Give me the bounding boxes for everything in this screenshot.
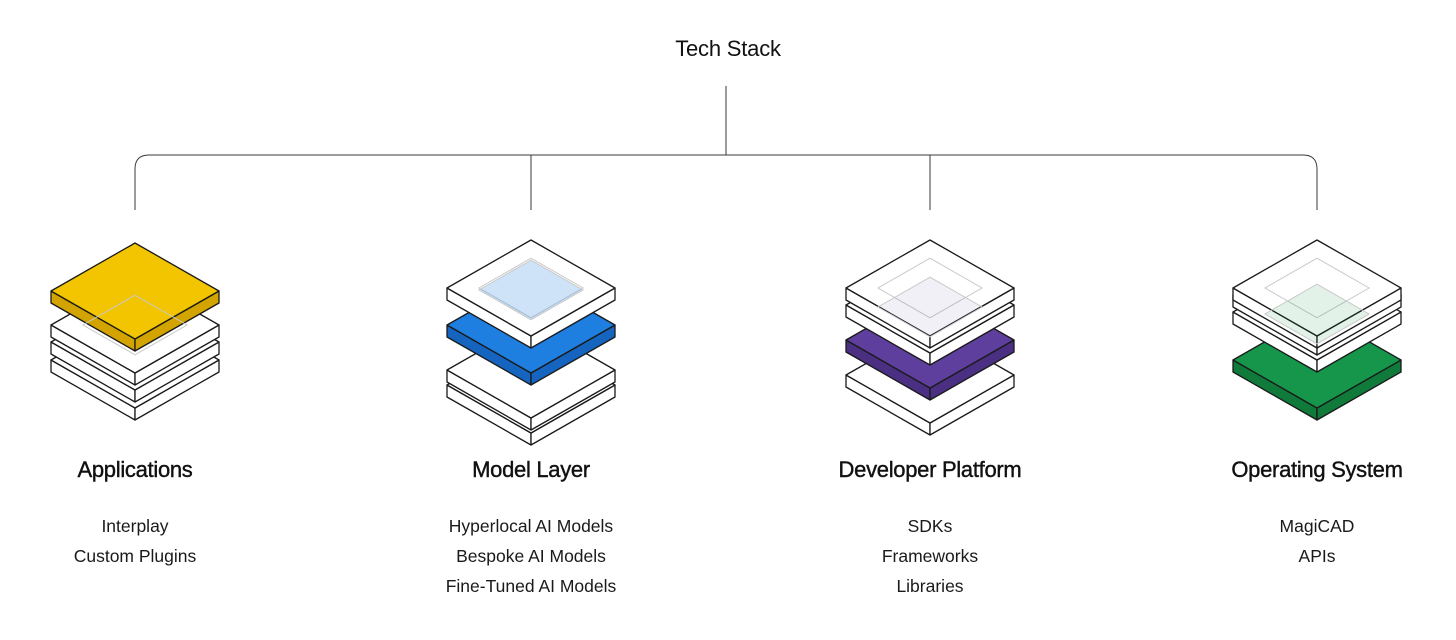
- slab-inner-panel: [876, 257, 984, 319]
- layer-stacks: [50, 239, 1402, 446]
- slab-inner-panel: [477, 259, 585, 321]
- branch-connector: [134, 154, 1318, 210]
- layer-stack-0: [50, 242, 220, 421]
- highlighted-layer: [50, 242, 220, 352]
- list-item: Fine-Tuned AI Models: [445, 576, 617, 596]
- slab-inner-panel: [1263, 257, 1371, 319]
- list-item: Interplay: [101, 516, 169, 536]
- item-list: Hyperlocal AI Models Bespoke AI Models F…: [361, 511, 701, 601]
- list-item: Libraries: [896, 576, 964, 596]
- column-title: Model Layer: [472, 457, 590, 482]
- list-item: APIs: [1298, 546, 1336, 566]
- column-model-layer: Model Layer Hyperlocal AI Models Bespoke…: [361, 455, 701, 601]
- item-list: SDKs Frameworks Libraries: [760, 511, 1100, 601]
- layer: [446, 239, 616, 349]
- column-title: Applications: [77, 457, 193, 482]
- slab-inner-panel: [1263, 283, 1371, 345]
- layer-stack-2: [845, 239, 1015, 436]
- layer-stack-3: [1232, 239, 1402, 421]
- diagram-title: Tech Stack: [675, 36, 781, 61]
- slab-inner-panel: [477, 257, 585, 319]
- column-operating-system: Operating System MagiCAD APIs: [1147, 455, 1456, 571]
- list-item: SDKs: [907, 516, 953, 536]
- item-list: MagiCAD APIs: [1147, 511, 1456, 571]
- slab-top: [1232, 239, 1402, 337]
- column-developer-platform: Developer Platform SDKs Frameworks Libra…: [760, 455, 1100, 601]
- list-item: Frameworks: [881, 546, 979, 566]
- slab-top: [50, 242, 220, 340]
- tree-connectors: [134, 86, 1318, 210]
- slab-inner-panel: [876, 276, 984, 338]
- column-applications: Applications Interplay Custom Plugins: [0, 455, 305, 571]
- list-item: Bespoke AI Models: [456, 546, 606, 566]
- slab-top: [446, 239, 616, 337]
- item-list: Interplay Custom Plugins: [0, 511, 305, 571]
- layer: [1232, 239, 1402, 349]
- slab-top: [845, 239, 1015, 337]
- list-item: Hyperlocal AI Models: [448, 516, 614, 536]
- layer: [845, 239, 1015, 349]
- slab-inner-panel: [81, 294, 189, 356]
- list-item: Custom Plugins: [73, 546, 197, 566]
- column-title: Operating System: [1231, 457, 1403, 482]
- column-title: Developer Platform: [838, 457, 1022, 482]
- list-item: MagiCAD: [1279, 516, 1355, 536]
- layer-stack-1: [446, 239, 616, 446]
